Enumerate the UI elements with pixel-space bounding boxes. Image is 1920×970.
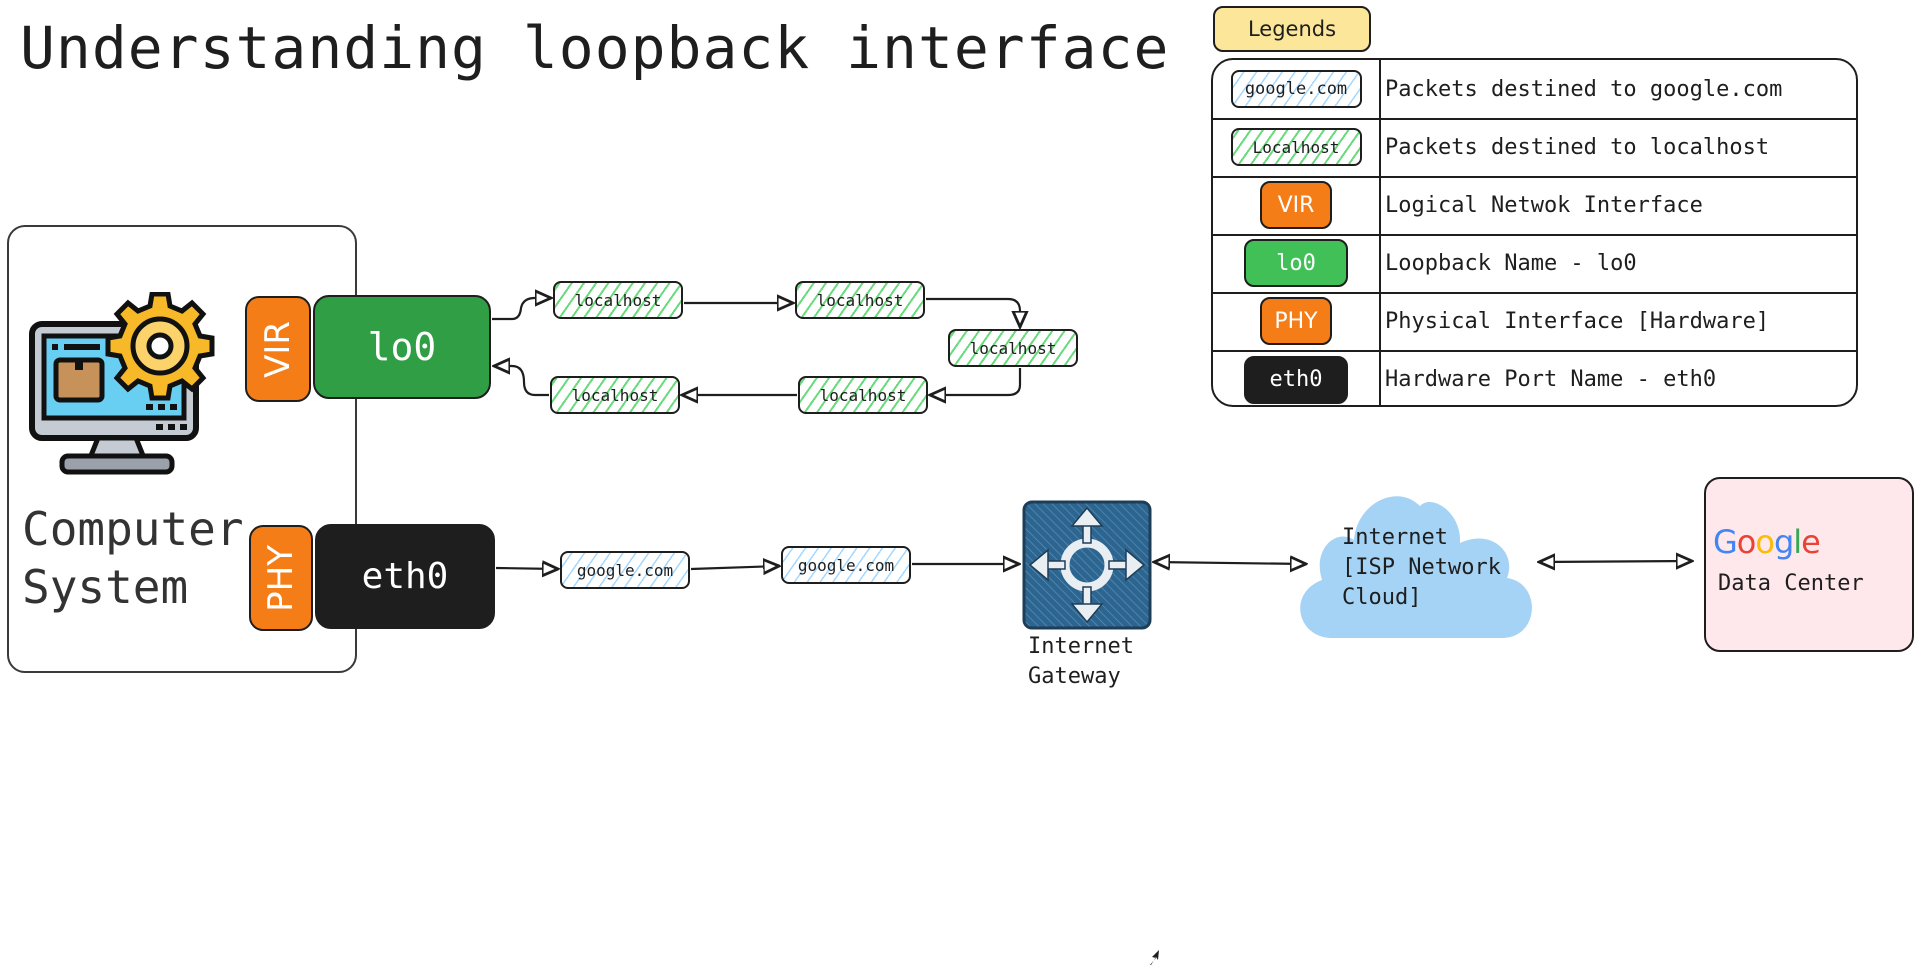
arrow-google1-to-google2 [690,566,779,569]
arrow-packet2-to-packet3 [926,297,1020,327]
legend-row-eth0: eth0 Hardware Port Name - eth0 [1213,350,1856,405]
legend-row-google: google.com Packets destined to google.co… [1213,60,1856,120]
legend-table: google.com Packets destined to google.co… [1211,58,1858,407]
cloud-label-line2: [ISP Network [1342,555,1501,580]
arrow-lo0-to-packet1 [492,298,551,321]
data-center-label: Data Center [1718,571,1864,596]
localhost-packet: localhost [795,281,925,319]
google-logo-letter: e [1801,523,1821,561]
cursor-icon [1150,950,1159,965]
lo0-interface: lo0 [313,295,491,399]
legend-description: Physical Interface [Hardware] [1385,308,1770,334]
google-logo: Google [1713,523,1821,561]
arrow-cloud-datacenter [1539,561,1692,562]
router-arrows-icon [1022,500,1152,630]
google-logo-text: Google [1713,523,1821,561]
cloud-label-line1: Internet [1342,525,1448,550]
google-packet: google.com [560,551,690,589]
legend-google-packet: google.com [1230,70,1362,108]
cloud-label-line3: Cloud] [1342,585,1422,610]
cloud-icon [1292,488,1542,643]
legend-localhost-packet: Localhost [1230,128,1362,166]
legend-description: Packets destined to google.com [1385,76,1783,102]
google-logo-letter: g [1773,523,1794,561]
phy-badge: PHY [249,525,313,631]
legend-description: Hardware Port Name - eth0 [1385,367,1717,392]
arrow-eth0-to-google1 [495,568,558,569]
localhost-packet: localhost [553,281,683,319]
google-logo-letter: l [1793,523,1802,561]
computer-system-box [7,225,357,673]
legend-lo0-badge: lo0 [1244,239,1348,287]
legend-row-localhost: Localhost Packets destined to localhost [1213,118,1856,178]
gateway-label-line2: Gateway [1028,664,1121,689]
legend-phy-badge: PHY [1260,297,1332,345]
legend-row-phy: PHY Physical Interface [Hardware] [1213,292,1856,352]
cloud-label: Internet [ISP Network Cloud] [1342,523,1501,613]
google-logo-letter: o [1755,523,1775,561]
diagram-title: Understanding loopback interface [20,14,1170,82]
localhost-packet: localhost [948,329,1078,367]
legend-title: Legends [1213,6,1371,52]
gateway-label: Internet Gateway [1028,632,1134,692]
google-logo-letter: o [1736,523,1757,561]
legend-row-lo0: lo0 Loopback Name - lo0 [1213,234,1856,294]
legend-eth0-badge: eth0 [1244,355,1348,404]
gateway-label-line1: Internet [1028,634,1134,659]
google-logo-letter: G [1713,523,1738,561]
computer-label-line1: Computer [22,502,244,556]
legend-description: Packets destined to localhost [1385,134,1770,160]
localhost-packet: localhost [798,376,928,414]
localhost-packet: localhost [550,376,680,414]
arrow-packet3-to-packet4 [930,368,1022,395]
legend-vir-badge: VIR [1260,181,1332,229]
legend-row-vir: VIR Logical Netwok Interface [1213,176,1856,236]
computer-label-line2: System [22,560,189,614]
legend-description: Logical Netwok Interface [1385,192,1703,218]
vir-badge: VIR [245,296,311,402]
google-packet: google.com [781,546,911,584]
arrow-packet5-to-lo0 [494,366,549,397]
computer-system-label: Computer System [22,500,244,616]
data-center-box [1704,477,1914,652]
legend-description: Loopback Name - lo0 [1385,250,1637,276]
eth0-interface: eth0 [315,524,495,629]
arrow-gateway-cloud [1154,562,1306,564]
computer-gear-icon [28,291,218,477]
